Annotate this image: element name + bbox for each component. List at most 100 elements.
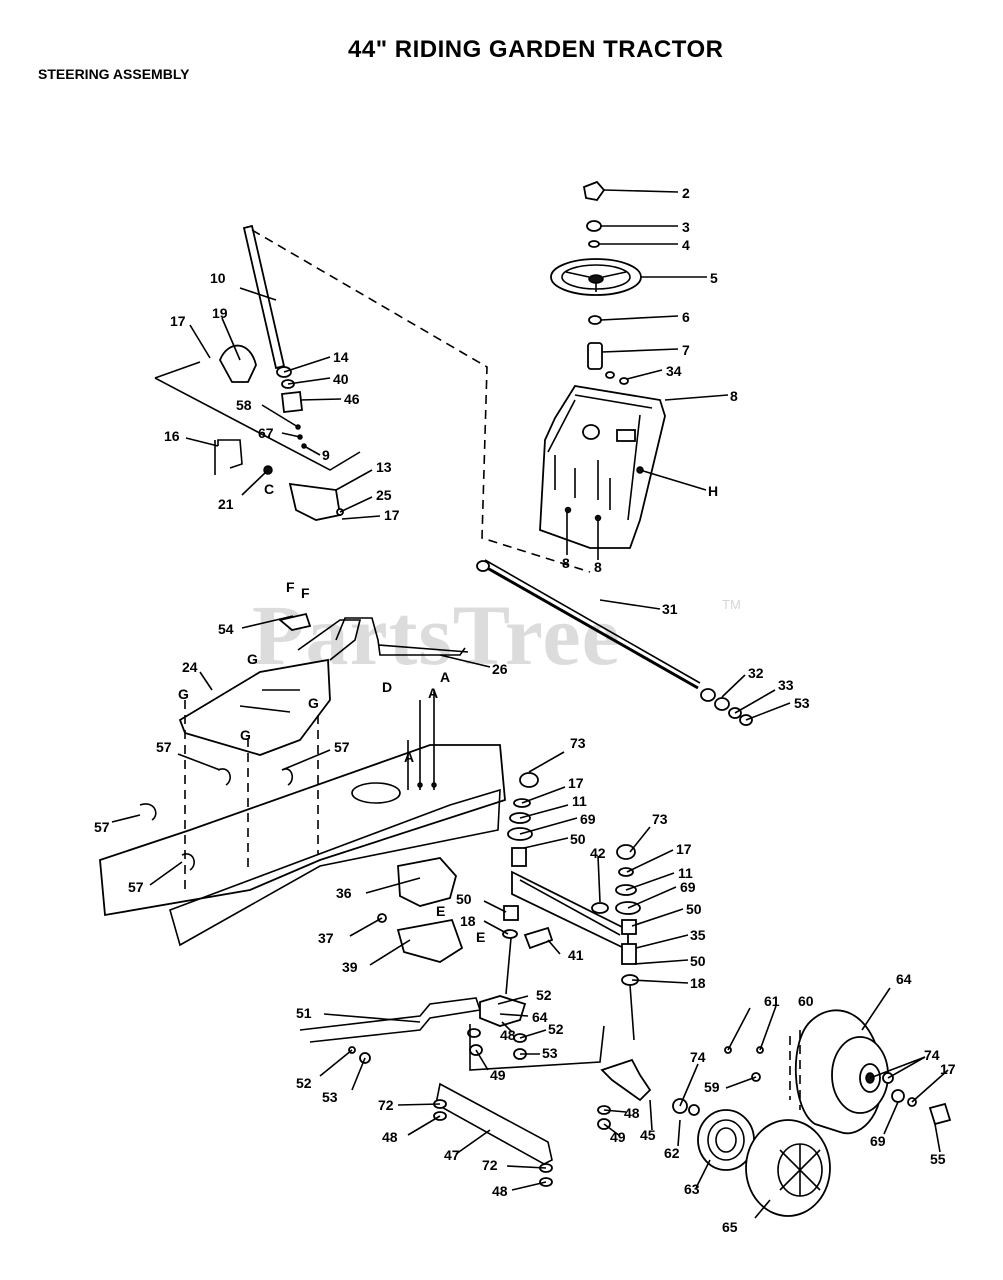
callout: 37 xyxy=(318,930,334,946)
callout: 21 xyxy=(218,496,234,512)
callout: 25 xyxy=(376,487,392,503)
callout: 8 xyxy=(562,555,570,571)
callout: 51 xyxy=(296,1005,312,1021)
callout: 41 xyxy=(568,947,584,963)
frame-rail xyxy=(99,744,506,917)
washer-4 xyxy=(588,240,600,248)
drag-link-31 xyxy=(481,563,699,690)
bushing-6 xyxy=(588,315,602,325)
callout: G xyxy=(247,651,258,667)
callout: C xyxy=(264,481,274,497)
callout: 13 xyxy=(376,459,392,475)
frame-dash-lines xyxy=(184,700,319,895)
callout: 57 xyxy=(128,879,144,895)
callout: 50 xyxy=(456,891,472,907)
callout: 6 xyxy=(682,309,690,325)
callout: 53 xyxy=(322,1089,338,1105)
callout: 67 xyxy=(258,425,274,441)
callout: H xyxy=(708,483,718,499)
callout: 52 xyxy=(296,1075,312,1091)
callout: 65 xyxy=(722,1219,738,1235)
callout: 57 xyxy=(156,739,172,755)
bracket-13 xyxy=(288,482,342,521)
callout: F xyxy=(286,579,295,595)
callout: 74 xyxy=(924,1047,940,1063)
leader-dash-1 xyxy=(251,229,591,573)
callout: 74 xyxy=(690,1049,706,1065)
callout: 8 xyxy=(594,559,602,575)
callout: A xyxy=(428,685,438,701)
callout: 42 xyxy=(590,845,606,861)
callout: 11 xyxy=(572,793,587,809)
callout: 73 xyxy=(652,811,668,827)
nut-3 xyxy=(586,220,602,232)
callout: 57 xyxy=(334,739,350,755)
callout: 53 xyxy=(542,1045,558,1061)
trademark: TM xyxy=(722,597,741,612)
callout: D xyxy=(382,679,392,695)
callout: 17 xyxy=(676,841,692,857)
callout: 5 xyxy=(710,270,718,286)
callout: 50 xyxy=(570,831,586,847)
callout: 26 xyxy=(492,661,508,677)
callout: 16 xyxy=(164,428,180,444)
callout: 49 xyxy=(490,1067,506,1083)
callout: 32 xyxy=(748,665,764,681)
callout: 31 xyxy=(662,601,678,617)
wheel-cover-65 xyxy=(745,1119,831,1217)
callout: 49 xyxy=(610,1129,626,1145)
tie-rod-51 xyxy=(299,997,482,1043)
bracket-39 xyxy=(396,918,464,963)
axle-group xyxy=(299,772,700,1187)
callout: A xyxy=(404,749,414,765)
callout: 55 xyxy=(930,1151,946,1167)
callout: 46 xyxy=(344,391,360,407)
callout: G xyxy=(240,727,251,743)
callout: 45 xyxy=(640,1127,656,1143)
knob-19 xyxy=(219,344,257,383)
callout: 4 xyxy=(682,237,690,253)
frame-group xyxy=(99,612,506,947)
callout: 18 xyxy=(690,975,706,991)
callout: 52 xyxy=(548,1021,564,1037)
callout: 69 xyxy=(580,811,596,827)
callout: 53 xyxy=(794,695,810,711)
callout: 2 xyxy=(682,185,690,201)
callout: 48 xyxy=(492,1183,508,1199)
callout: 64 xyxy=(896,971,912,987)
callout: E xyxy=(436,903,445,919)
bracket-54 xyxy=(278,612,312,631)
callout: 14 xyxy=(333,349,349,365)
diagram-title: 44" RIDING GARDEN TRACTOR xyxy=(348,36,724,63)
shift-lever-group xyxy=(154,224,361,521)
callout: 7 xyxy=(682,342,690,358)
callout: 61 xyxy=(764,993,780,1009)
callout: G xyxy=(178,686,189,702)
callout: 36 xyxy=(336,885,352,901)
callout: 47 xyxy=(444,1147,460,1163)
callout: 50 xyxy=(690,953,706,969)
screw-34 xyxy=(605,371,615,379)
callout: 59 xyxy=(704,1079,720,1095)
callout: 10 xyxy=(210,270,226,286)
callout: 48 xyxy=(382,1129,398,1145)
callout: F xyxy=(301,585,310,601)
callout: 17 xyxy=(384,507,400,523)
callout: 35 xyxy=(690,927,706,943)
callout-labels: 2 3 4 5 6 7 34 8 10 17 19 14 40 46 58 67… xyxy=(94,185,956,1235)
callout: 69 xyxy=(680,879,696,895)
callout: 17 xyxy=(940,1061,956,1077)
diagram-subtitle: STEERING ASSEMBLY xyxy=(38,66,190,82)
dash-panel-8 xyxy=(539,385,666,549)
callout: G xyxy=(308,695,319,711)
callout: 69 xyxy=(870,1133,886,1149)
callout: E xyxy=(476,929,485,945)
callout: 17 xyxy=(170,313,186,329)
lever-10 xyxy=(242,224,286,370)
wheels-group xyxy=(697,1009,952,1217)
callout: 8 xyxy=(730,388,738,404)
callout: 72 xyxy=(378,1097,394,1113)
bracket-36 xyxy=(397,857,457,907)
